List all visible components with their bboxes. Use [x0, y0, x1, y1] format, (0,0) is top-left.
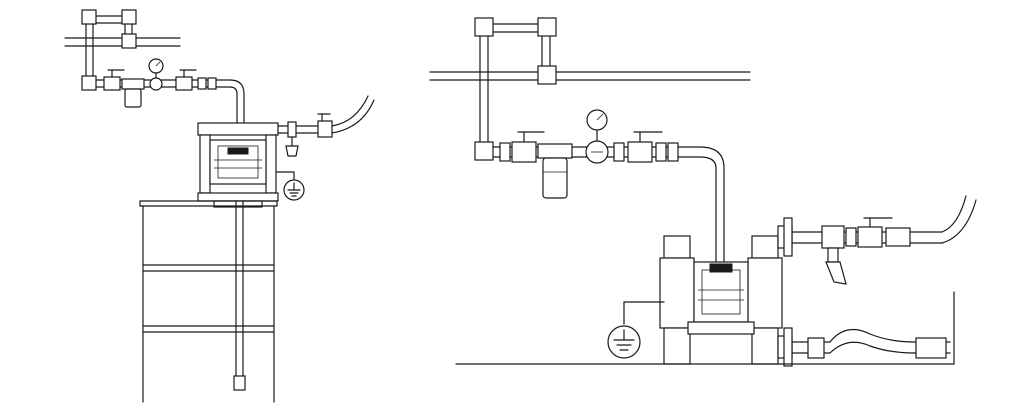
fluid-discharge-hose: [777, 195, 977, 257]
ground-symbol-icon: [275, 171, 305, 201]
fluid-discharge-hose: [277, 95, 375, 138]
air-line-to-pump: [229, 79, 245, 127]
air-filter-icon: [537, 143, 573, 199]
sample-valve-icon: [285, 136, 299, 157]
ground-symbol-icon: [607, 301, 665, 359]
pressure-gauge-icon: [585, 109, 609, 164]
diaphragm-pump-icon: [197, 122, 279, 208]
shutoff-valve-icon: [175, 69, 197, 91]
air-line-to-pump: [699, 146, 725, 263]
shutoff-valve-icon: [857, 217, 893, 248]
diaphragm-pump-icon: [659, 235, 783, 365]
shutoff-valve-icon: [627, 131, 663, 163]
shutoff-valve-icon: [103, 69, 125, 91]
fluid-inlet-hose: [777, 327, 951, 367]
floor-installation-panel: [429, 17, 977, 367]
floor-line: [455, 291, 955, 365]
drum-installation-panel: [64, 9, 375, 403]
sample-valve-icon: [825, 247, 847, 285]
suction-tube: [233, 200, 246, 391]
regulator-assembly: [95, 58, 231, 108]
shutoff-valve-icon: [511, 131, 545, 163]
air-supply-pipe: [429, 17, 751, 161]
drum-icon: [139, 200, 278, 403]
air-supply-pipe: [64, 9, 181, 91]
pressure-gauge-icon: [148, 58, 164, 91]
regulator-assembly: [492, 109, 701, 199]
air-filter-icon: [121, 78, 145, 108]
